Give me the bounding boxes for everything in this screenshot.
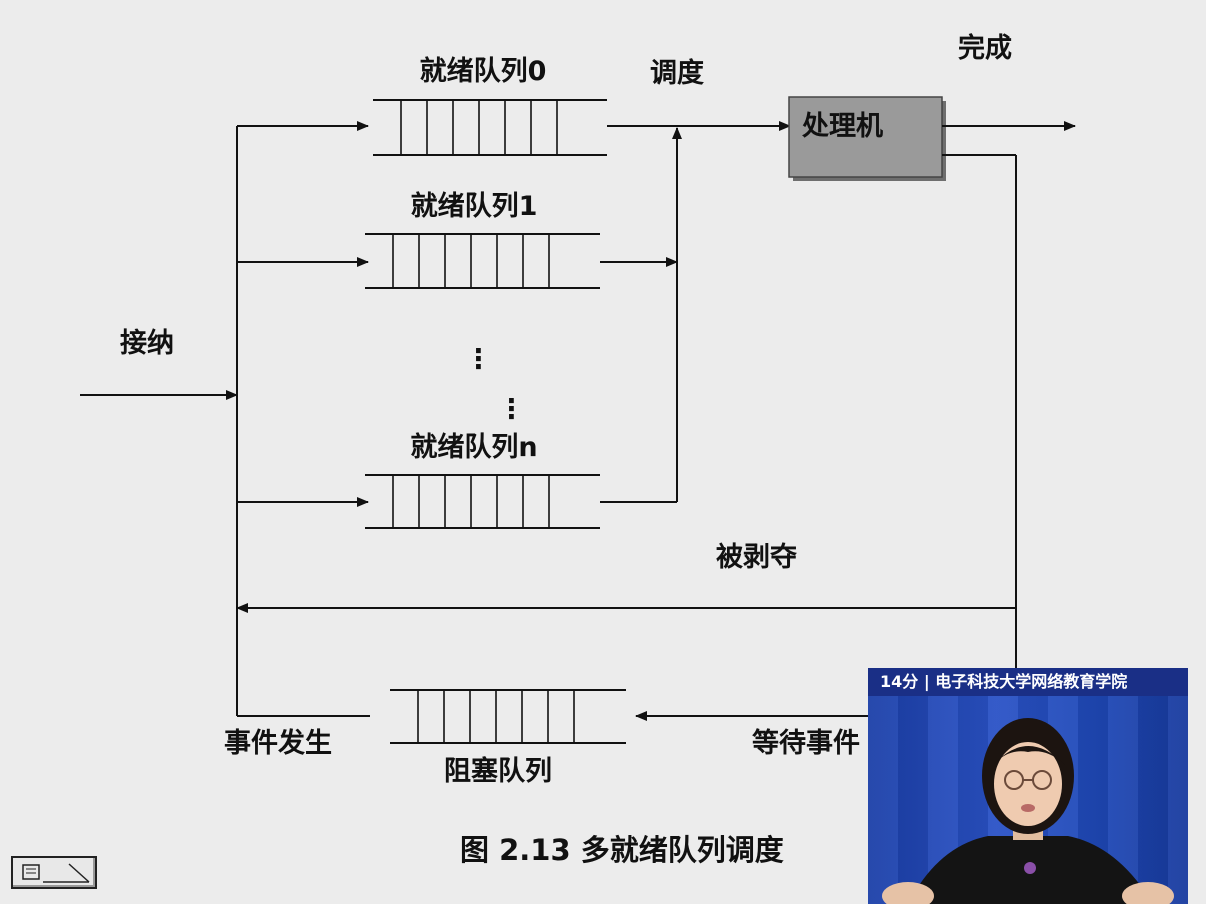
blocked-queue xyxy=(390,689,626,744)
ready-queue-1-label: 就绪队列1 xyxy=(411,191,538,222)
ready-queue-0-label: 就绪队列0 xyxy=(420,56,547,87)
dispatch-label: 调度 xyxy=(650,57,704,89)
event-occur-label: 事件发生 xyxy=(224,727,332,759)
event-wait-label: 等待事件 xyxy=(752,727,860,759)
processor-label: 处理机 xyxy=(801,111,883,142)
presenter-figure xyxy=(882,718,1174,904)
pen-note-glyph xyxy=(22,863,90,883)
pen-note-icon[interactable] xyxy=(11,856,97,889)
ready-queue-n xyxy=(365,474,600,529)
figure-caption: 图 2.13 多就绪队列调度 xyxy=(460,833,784,867)
video-banner: 14分 | 电子科技大学网络教育学院 xyxy=(868,668,1188,696)
ready-queue-n-label: 就绪队列n xyxy=(410,432,537,463)
queue-ellipsis: ⋮ xyxy=(465,344,492,375)
ready-queue-0 xyxy=(373,99,607,156)
complete-label: 完成 xyxy=(958,32,1012,64)
queue-ellipsis-2: ⋮ xyxy=(498,394,525,425)
admission-label: 接纳 xyxy=(120,327,174,359)
preempt-label: 被剥夺 xyxy=(716,542,798,573)
presenter-video[interactable]: 14分 | 电子科技大学网络教育学院 xyxy=(868,668,1188,904)
ready-queue-1 xyxy=(365,233,600,289)
processor-box xyxy=(788,96,943,178)
blocked-queue-label: 阻塞队列 xyxy=(444,755,552,787)
